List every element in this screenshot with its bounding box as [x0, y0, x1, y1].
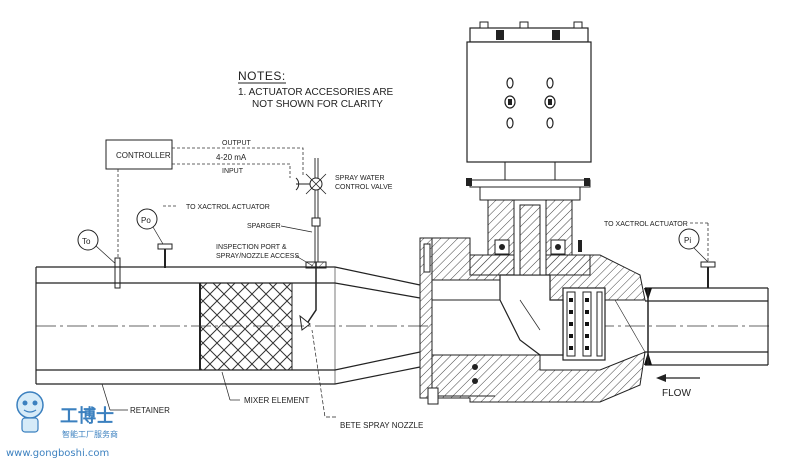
instrument-to: To	[77, 229, 121, 289]
mixer-element	[199, 282, 293, 371]
inspection-label-1: INSPECTION PORT &	[216, 244, 287, 251]
notes-line2: NOT SHOWN FOR CLARITY	[252, 99, 383, 110]
notes-line1: 1. ACTUATOR ACCESORIES ARE	[238, 87, 394, 98]
notes-title: NOTES:	[238, 69, 286, 83]
to-actuator-left-label: TO XACTROL ACTUATOR	[186, 204, 270, 211]
watermark-sub: 智能工厂服务商	[62, 429, 118, 439]
mixer-label: MIXER ELEMENT	[244, 396, 309, 405]
leader-lines	[101, 329, 336, 418]
watermark: 工博士 智能工厂服务商 www.gongboshi.com	[6, 391, 118, 459]
spray-nozzle	[299, 261, 327, 331]
flow-label: FLOW	[662, 388, 691, 399]
input-label: INPUT	[222, 168, 244, 175]
nozzle-label: BETE SPRAY NOZZLE	[340, 421, 423, 430]
controller-label: CONTROLLER	[116, 151, 171, 160]
outlet-pipe	[645, 287, 769, 366]
signal-lines	[117, 147, 709, 283]
actuator	[466, 21, 592, 163]
instrument-po-label: Po	[141, 216, 151, 225]
robot-mascot-icon	[16, 391, 44, 433]
instrument-po: Po	[136, 208, 173, 268]
instrument-pi: Pi	[678, 228, 716, 288]
spray-control-valve	[295, 158, 327, 262]
spray-valve-label-2: CONTROL VALVE	[335, 184, 393, 191]
retainer-label: RETAINER	[130, 406, 170, 415]
output-label: OUTPUT	[222, 140, 252, 147]
bonnet-assembly	[466, 159, 591, 276]
inlet-pipe	[35, 266, 421, 385]
signal-label: 4-20 mA	[216, 153, 247, 162]
inspection-label-2: SPRAY/NOZZLE ACCESS	[216, 253, 299, 260]
controller-box: CONTROLLER	[105, 139, 173, 170]
instrument-to-label: To	[82, 237, 91, 246]
instrument-pi-label: Pi	[684, 236, 691, 245]
to-actuator-right-label: TO XACTROL ACTUATOR	[604, 221, 688, 228]
watermark-brand: 工博士	[60, 405, 114, 427]
flow-arrow	[656, 374, 700, 382]
spray-valve-label-1: SPRAY WATER	[335, 175, 385, 182]
sparger-label: SPARGER	[247, 223, 281, 230]
notes-block: NOTES: 1. ACTUATOR ACCESORIES ARE NOT SH…	[238, 69, 394, 110]
watermark-url: www.gongboshi.com	[6, 448, 109, 459]
